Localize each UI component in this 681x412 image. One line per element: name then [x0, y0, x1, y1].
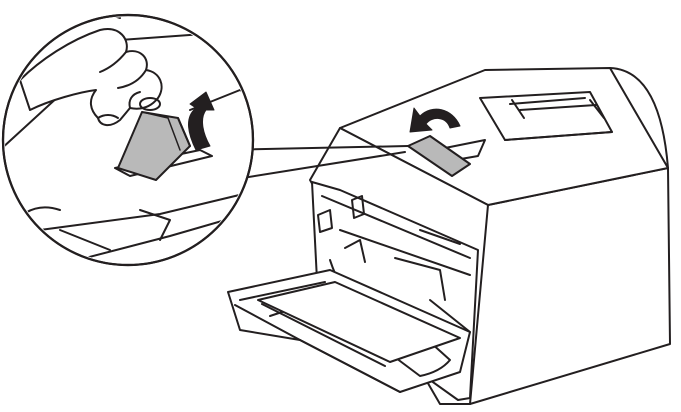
- curved-left-arrow-icon: [409, 107, 461, 133]
- paper-stack: [257, 281, 461, 367]
- callout-contents: [5, 17, 251, 263]
- curved-up-arrow-icon: [188, 91, 215, 151]
- callout-circle: [1, 13, 255, 267]
- support-flap-on-printer: [407, 107, 486, 177]
